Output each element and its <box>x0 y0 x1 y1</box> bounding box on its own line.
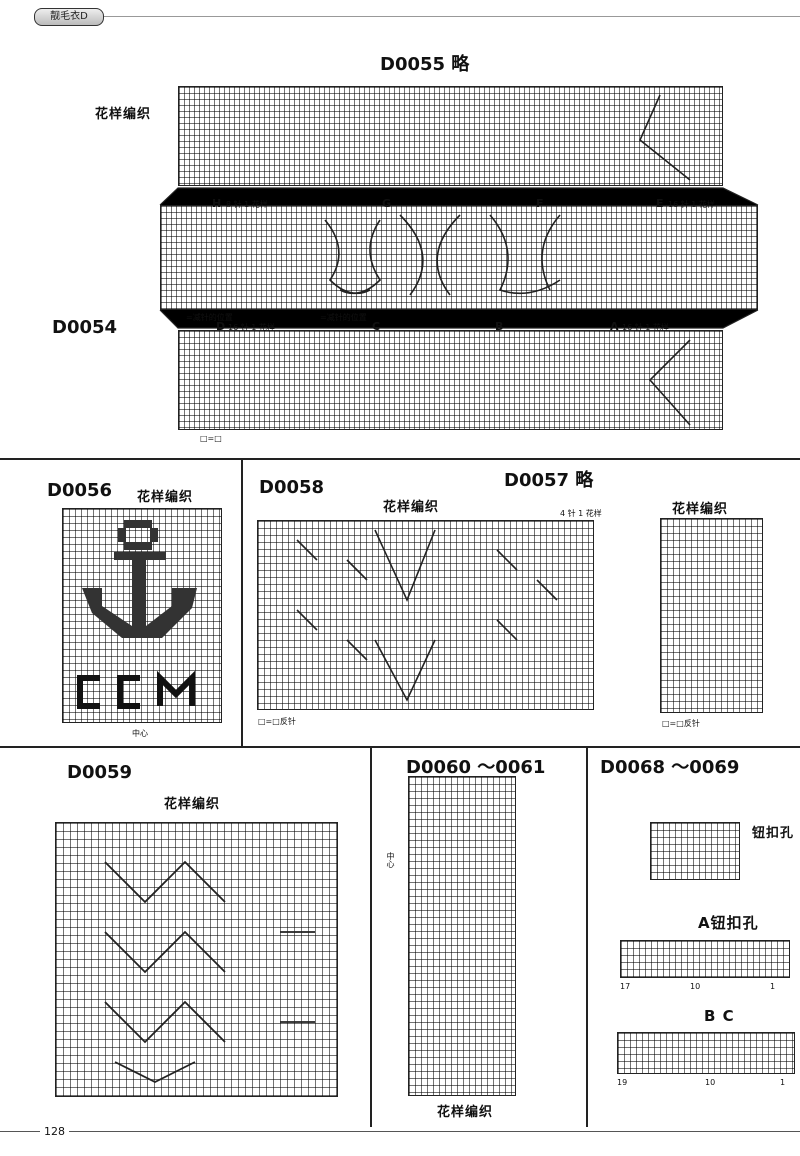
d0060-chart <box>408 776 516 1096</box>
d0054-title: D0054 <box>52 317 118 338</box>
d0054-label-a: A <box>610 320 619 333</box>
d0060-pattern-label: 花样编织 <box>437 1105 494 1120</box>
d0059-chart <box>55 822 338 1097</box>
d0068-a-tick-17: 17 <box>620 982 631 991</box>
d0056-center-label: 中心 <box>132 729 148 738</box>
d0054-label-h: H <box>212 197 222 210</box>
d0058-title: D0058 <box>259 477 325 498</box>
d0058-pattern-label: 花样编织 <box>383 500 440 515</box>
d0054-label-g: G <box>382 197 392 210</box>
d0068-bc-chart <box>617 1032 795 1074</box>
d0068-a-tick-10: 10 <box>690 982 701 991</box>
d0058-cable-lines <box>296 529 558 702</box>
d0054-bottom-chart <box>178 330 723 430</box>
d0068-buttonhole-label: 钮扣孔 <box>752 826 795 841</box>
d0054-label-h-repeat: 8 针 1 花样 <box>226 200 268 209</box>
d0054-label-e: E <box>656 197 664 210</box>
d0068-bc-tick-10: 10 <box>705 1078 716 1087</box>
d0059-cable-lines <box>104 860 315 1084</box>
d0055-title: D0055 略 <box>380 54 470 75</box>
d0054-label-b: B <box>495 320 504 333</box>
d0060-center-label: 中心 <box>386 852 395 868</box>
d0068-bc-tick-19: 19 <box>617 1078 628 1087</box>
section-divider-2 <box>0 746 800 748</box>
d0054-top-chart <box>178 86 723 186</box>
d0054-label-c: C <box>372 320 381 333</box>
header-tab: 靓毛衣D <box>34 8 104 26</box>
d0054-label-a-repeat: 16 针 1 花样 <box>622 323 669 332</box>
section-divider-v2 <box>370 747 372 1127</box>
d0057-chart <box>660 518 763 713</box>
section-divider-v3 <box>586 747 588 1127</box>
d0056-pattern-label: 花样编织 <box>137 490 194 505</box>
d0054-pattern-label: 花样编织 <box>95 107 152 122</box>
d0057-pattern-label: 花样编织 <box>672 502 729 517</box>
footer-rule <box>0 1131 800 1132</box>
anchor-motif <box>77 520 197 709</box>
d0059-title: D0059 <box>67 762 133 783</box>
d0054-label-d: D <box>216 320 226 333</box>
d0054-legend: □=□ <box>200 434 222 443</box>
d0056-title: D0056 <box>47 480 113 501</box>
d0058-legend: □=□反针 <box>258 717 296 726</box>
d0068-buttonhole-chart <box>650 822 740 880</box>
d0057-legend: □=□反针 <box>662 719 700 728</box>
d0054-note-2: =减针的位置 <box>320 313 367 322</box>
d0054-label-f: F <box>536 197 544 210</box>
section-divider-v1 <box>241 459 243 746</box>
page-number: 128 <box>40 1125 69 1138</box>
d0068-a-buttonhole-label: A钮扣孔 <box>698 914 759 932</box>
d0058-repeat: 4 针 1 花样 <box>560 509 602 518</box>
section-divider-1 <box>0 458 800 460</box>
d0068-a-chart <box>620 940 790 978</box>
d0054-label-d-repeat: 16 针 1 花样 <box>228 323 275 332</box>
d0068-bc-tick-1: 1 <box>780 1078 786 1087</box>
d0060-title: D0060 ～0061 <box>406 757 546 778</box>
d0054-middle-chart <box>160 205 758 310</box>
d0054-label-e-repeat: 16 针 1 花样 <box>668 200 715 209</box>
d0068-title: D0068 ～0069 <box>600 757 740 778</box>
d0054-note-1: =减针的位置 <box>186 313 233 322</box>
d0068-bc-label: B C <box>704 1007 735 1025</box>
d0057-title: D0057 略 <box>504 470 594 491</box>
d0054-cable-lines <box>159 94 759 426</box>
header-rule <box>104 16 800 17</box>
d0068-a-tick-1: 1 <box>770 982 776 991</box>
d0059-pattern-label: 花样编织 <box>164 797 221 812</box>
